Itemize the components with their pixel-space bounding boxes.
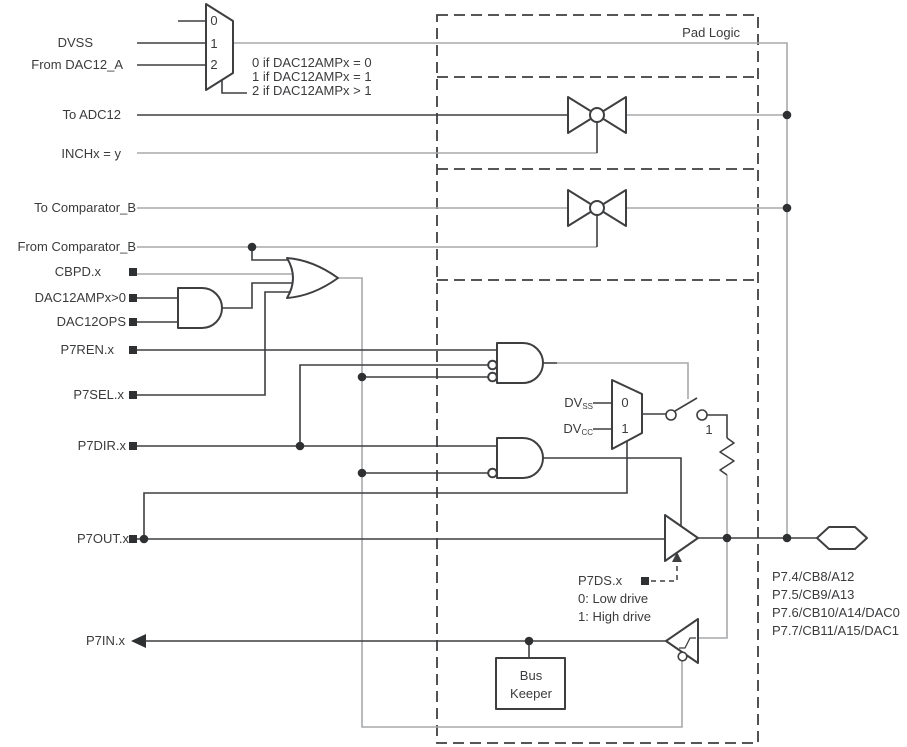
label-p7ds: P7DS.x [578,573,623,588]
comparator-transmission-gate-icon [567,189,627,227]
output-driver-buffer [664,514,699,562]
dac12-mux [205,3,234,91]
inverted-input-bubble [487,371,498,383]
enable-bubble [677,651,688,662]
label-p7dir: P7DIR.x [77,438,126,453]
pull-mux-input-1: 1 [621,421,629,436]
bus-keeper-label-line2: Keeper [510,686,552,701]
label-dvss-rail: DVSS [564,395,593,411]
pad-hexagon [816,526,868,550]
digital-wires [134,20,817,658]
label-dvcc-rail: DVCC [563,421,593,437]
analog-enable-or-gate [286,257,339,299]
bus-keeper-box [495,657,566,710]
mux-input-1: 1 [210,36,218,51]
switch-label: 1 [705,422,713,437]
label-dac12ampx: DAC12AMPx>0 [34,290,126,305]
pin-name: P7.4/CB8/A12 [772,569,855,584]
pad-logic-title: Pad Logic [682,25,740,40]
label-to-adc12: To ADC12 [62,107,121,122]
p7ds-note-high: 1: High drive [578,609,651,624]
label-p7ren: P7REN.x [60,342,114,357]
register-bit-squares [129,268,649,585]
drive-strength-dashed-wire [651,552,682,582]
inverted-input-bubble [487,359,498,371]
bus-keeper-label-line1: Bus [519,668,543,683]
input-schmitt-trigger [665,618,699,664]
up-arrow-icon [672,552,682,562]
label-dac12ops: DAC12OPS [56,314,126,329]
p7in-arrow-icon [131,634,146,648]
mux-input-2: 2 [210,57,218,72]
analog-wires [137,42,788,728]
label-from-comparator-b: From Comparator_B [17,239,136,254]
label-inchx: INCHx = y [61,146,121,161]
symbols [177,3,868,710]
pull-enable-switch-icon [665,397,708,421]
label-from-dac12: From DAC12_A [31,57,123,72]
pin-name: P7.6/CB10/A14/DAC0 [772,605,900,620]
label-dvss: DVSS [57,35,93,50]
pullup-source-mux [611,379,643,450]
pin-name: P7.5/CB9/A13 [772,587,855,602]
inverted-input-bubble [487,467,498,479]
mux-select-note-2: 2 if DAC12AMPx > 1 [252,83,372,98]
hysteresis-icon [679,637,696,649]
adc12-transmission-gate-icon [567,96,627,134]
label-p7out: P7OUT.x [76,531,129,546]
dac12-and-gate [177,287,223,329]
pull-mux-input-0: 0 [621,395,629,410]
label-cbpd: CBPD.x [54,264,101,279]
pull-resistor-icon [719,437,735,476]
label-p7sel: P7SEL.x [73,387,124,402]
label-to-comparator-b: To Comparator_B [34,200,136,215]
mux-input-0: 0 [210,13,218,28]
ren-nand-gate [496,342,544,384]
p7ds-note-low: 0: Low drive [578,591,649,606]
mux-select-note-1: 1 if DAC12AMPx = 1 [252,69,372,84]
junction-dots [139,110,792,646]
mux-select-note-0: 0 if DAC12AMPx = 0 [252,55,372,70]
dir-nand-gate [496,437,544,479]
pin-name: P7.7/CB11/A15/DAC1 [772,623,899,638]
pad-logic-box [436,14,759,744]
label-p7in: P7IN.x [85,633,125,648]
